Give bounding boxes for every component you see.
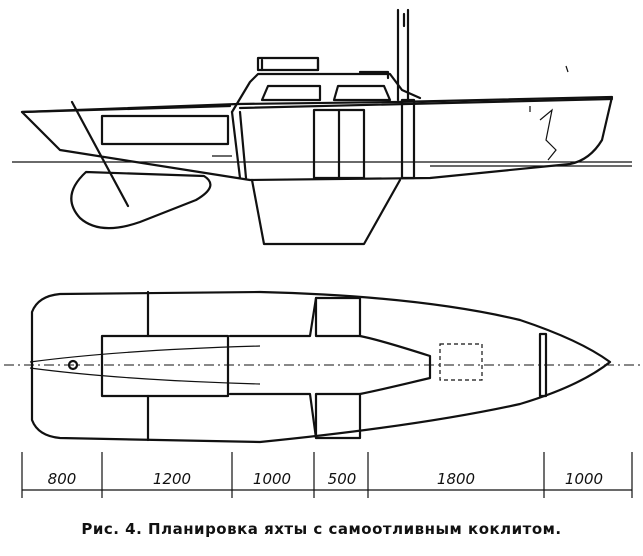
mast-step <box>400 98 416 180</box>
bow-fitting <box>538 332 548 398</box>
inner-line <box>29 345 261 385</box>
side-view <box>12 8 632 246</box>
mast <box>396 8 410 102</box>
forehatch <box>439 343 483 381</box>
cockpit-plan <box>100 334 230 398</box>
tick <box>565 65 569 73</box>
cabin-edges <box>228 296 318 440</box>
dimension-chain: 800 1200 1000 500 1800 1000 <box>21 452 633 498</box>
dim-1000-b: 1000 <box>565 470 603 488</box>
hull <box>20 95 614 182</box>
cockpit-well <box>100 114 230 146</box>
plan-view <box>4 290 640 444</box>
dim-1800: 1800 <box>437 470 475 488</box>
hatch <box>256 56 320 72</box>
mast-partners <box>314 296 362 440</box>
fwd-cabin <box>358 334 432 396</box>
window-1 <box>260 84 322 102</box>
bulkhead <box>230 110 248 180</box>
bow-detail <box>539 108 557 161</box>
window-2 <box>332 84 392 102</box>
deck-line <box>20 97 614 114</box>
figure-caption: Рис. 4. Планировка яхты с самоотливным к… <box>81 520 562 538</box>
hatch-frame <box>260 58 390 80</box>
rudder-stock <box>70 100 130 208</box>
dim-1200-a: 1200 <box>153 470 191 488</box>
cabin-roof <box>230 72 422 114</box>
dim-500: 500 <box>328 470 357 488</box>
dim-1000-a: 1000 <box>253 470 291 488</box>
rudder <box>70 170 212 230</box>
deck-outline <box>30 290 612 444</box>
dim-800: 800 <box>48 470 77 488</box>
keel <box>250 178 402 246</box>
stern-fitting <box>67 359 79 371</box>
